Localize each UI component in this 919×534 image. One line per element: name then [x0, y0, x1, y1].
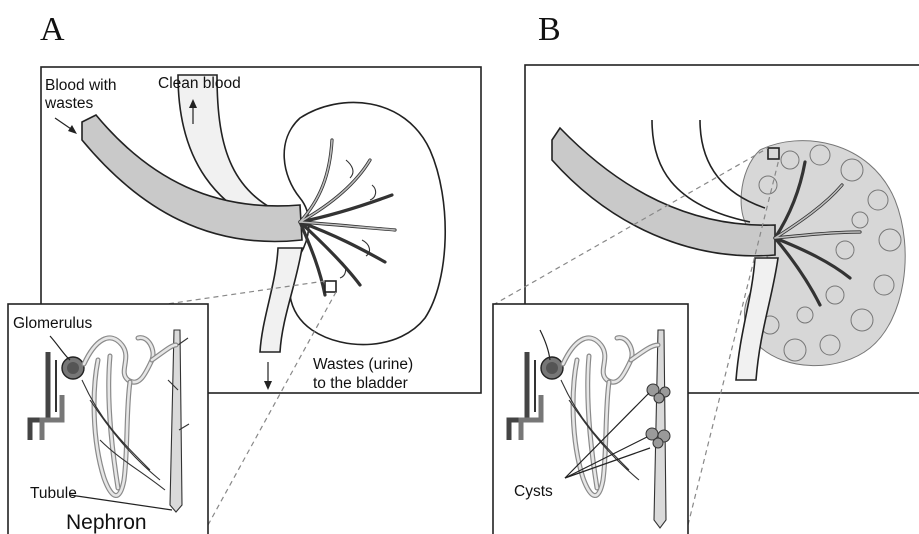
panel-a: A [8, 11, 481, 534]
label-clean-blood: Clean blood [158, 75, 241, 92]
panel-a-letter: A [40, 11, 65, 48]
label-wastes: wastes [44, 95, 93, 112]
panel-b: B [493, 11, 919, 534]
label-to-bladder: to the bladder [313, 375, 408, 392]
panel-b-letter: B [538, 11, 561, 48]
label-cysts: Cysts [514, 483, 553, 500]
label-blood-with: Blood with [45, 77, 117, 94]
label-tubule: Tubule [30, 485, 77, 502]
label-nephron: Nephron [66, 511, 147, 534]
label-wastes-urine: Wastes (urine) [313, 356, 413, 373]
label-glomerulus: Glomerulus [13, 315, 92, 332]
